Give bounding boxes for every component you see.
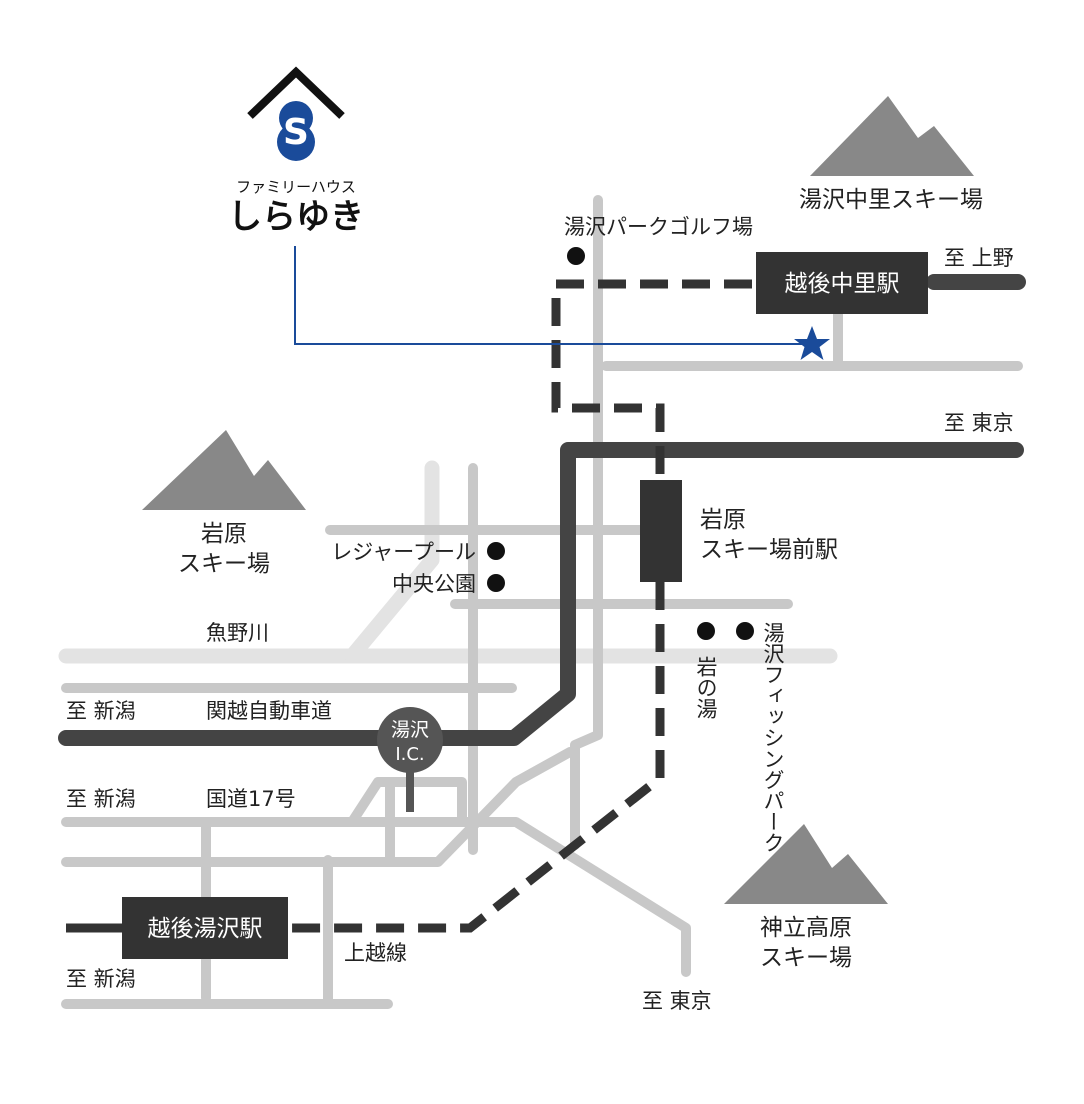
logo-badge-bottom bbox=[277, 123, 315, 161]
ski-kandatsu-1: 神立高原 bbox=[760, 915, 852, 941]
poi-central-park: 中央公園 bbox=[392, 572, 476, 596]
star-icon bbox=[794, 326, 830, 360]
logo-shirayuki: S ファミリーハウス しらゆき bbox=[228, 66, 364, 237]
poi-iwanoyu: 岩の湯 bbox=[694, 656, 718, 719]
ski-kandatsu-2: スキー場 bbox=[760, 945, 852, 971]
interchange-yuzawa bbox=[377, 707, 443, 773]
road-rail-label: 上越線 bbox=[344, 941, 407, 965]
station-box-nakazato bbox=[756, 252, 928, 314]
station-box-yuzawa bbox=[122, 897, 288, 959]
dir-niigata-r17: 至 新潟 bbox=[66, 787, 136, 811]
local-roads bbox=[61, 195, 1023, 1009]
ski-iwappara-1: 岩原 bbox=[201, 521, 247, 547]
dir-ueno: 至 上野 bbox=[944, 246, 1014, 270]
ski-nakazato: 湯沢中里スキー場 bbox=[799, 187, 983, 213]
station-yuzawa: 越後湯沢駅 bbox=[148, 916, 263, 942]
rail-joetsu-line bbox=[290, 279, 752, 933]
road-river-label: 魚野川 bbox=[206, 621, 269, 645]
station-iwappara-2: スキー場前駅 bbox=[700, 537, 838, 563]
expressway-kanetsu bbox=[58, 274, 1026, 746]
logo-subtitle: ファミリーハウス bbox=[236, 178, 356, 196]
dir-niigata-exp: 至 新潟 bbox=[66, 699, 136, 723]
ski-iwappara-2: スキー場 bbox=[178, 551, 270, 577]
dir-tokyo-south: 至 東京 bbox=[642, 989, 712, 1013]
station-box-iwappara bbox=[640, 480, 682, 582]
logo-letter: S bbox=[283, 112, 309, 153]
dot-icon-central-park bbox=[487, 574, 505, 592]
station-nakazato: 越後中里駅 bbox=[785, 271, 900, 297]
river-branch bbox=[344, 460, 440, 664]
dot-icon-leisure-pool bbox=[487, 542, 505, 560]
dir-niigata-rail: 至 新潟 bbox=[66, 967, 136, 991]
logo-name: しらゆき bbox=[228, 197, 364, 237]
road-route17-label: 国道17号 bbox=[206, 787, 296, 811]
dot-icon-fishing-park bbox=[736, 622, 754, 640]
station-iwappara-1: 岩原 bbox=[700, 507, 746, 533]
dir-tokyo-east: 至 東京 bbox=[944, 411, 1014, 435]
interchange-label-1: 湯沢 bbox=[391, 719, 429, 741]
mountain-icon-nakazato bbox=[810, 96, 974, 176]
dot-icon-golf bbox=[567, 247, 585, 265]
poi-leisure-pool: レジャープール bbox=[331, 540, 476, 564]
route-pointer-line bbox=[294, 246, 806, 345]
dot-icon-iwanoyu bbox=[697, 622, 715, 640]
mountain-icon-iwappara bbox=[142, 430, 306, 510]
mountain-icon-kandatsu bbox=[724, 824, 888, 904]
poi-golf: 湯沢パークゴルフ場 bbox=[564, 215, 753, 239]
interchange-label-2: I.C. bbox=[395, 744, 424, 765]
roof-icon bbox=[247, 66, 345, 119]
road-expressway-label: 関越自動車道 bbox=[206, 699, 332, 723]
poi-fishing-park: 湯沢フィッシングパーク bbox=[761, 622, 785, 853]
